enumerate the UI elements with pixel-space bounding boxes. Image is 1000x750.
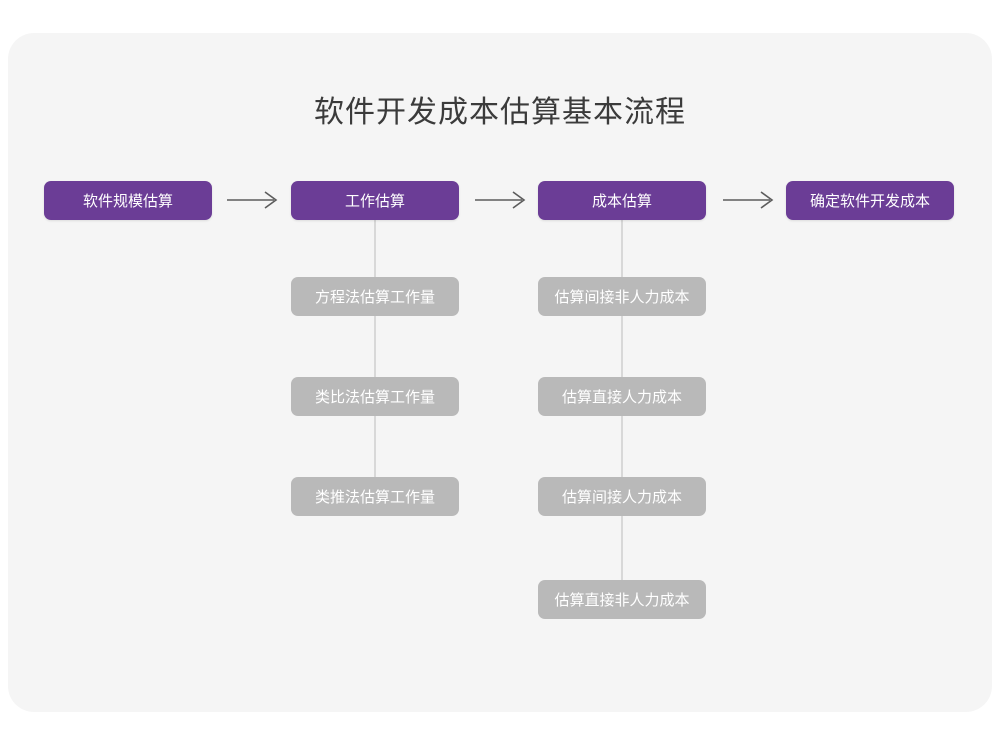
branch-node-work-1[interactable]: 方程法估算工作量 — [291, 277, 459, 316]
connector-line-branch-1 — [374, 212, 376, 500]
diagram-card — [8, 33, 992, 712]
arrow-right-icon — [722, 188, 776, 212]
branch-node-cost-4[interactable]: 估算直接非人力成本 — [538, 580, 706, 619]
flow-node-step-2[interactable]: 工作估算 — [291, 181, 459, 220]
arrow-right-icon — [226, 188, 280, 212]
branch-node-cost-3[interactable]: 估算间接人力成本 — [538, 477, 706, 516]
branch-node-work-2[interactable]: 类比法估算工作量 — [291, 377, 459, 416]
branch-node-work-3[interactable]: 类推法估算工作量 — [291, 477, 459, 516]
flow-node-step-1[interactable]: 软件规模估算 — [44, 181, 212, 220]
arrow-right-icon — [474, 188, 528, 212]
flow-node-step-4[interactable]: 确定软件开发成本 — [786, 181, 954, 220]
branch-node-cost-2[interactable]: 估算直接人力成本 — [538, 377, 706, 416]
page-title: 软件开发成本估算基本流程 — [314, 95, 686, 130]
branch-node-cost-1[interactable]: 估算间接非人力成本 — [538, 277, 706, 316]
flow-node-step-3[interactable]: 成本估算 — [538, 181, 706, 220]
